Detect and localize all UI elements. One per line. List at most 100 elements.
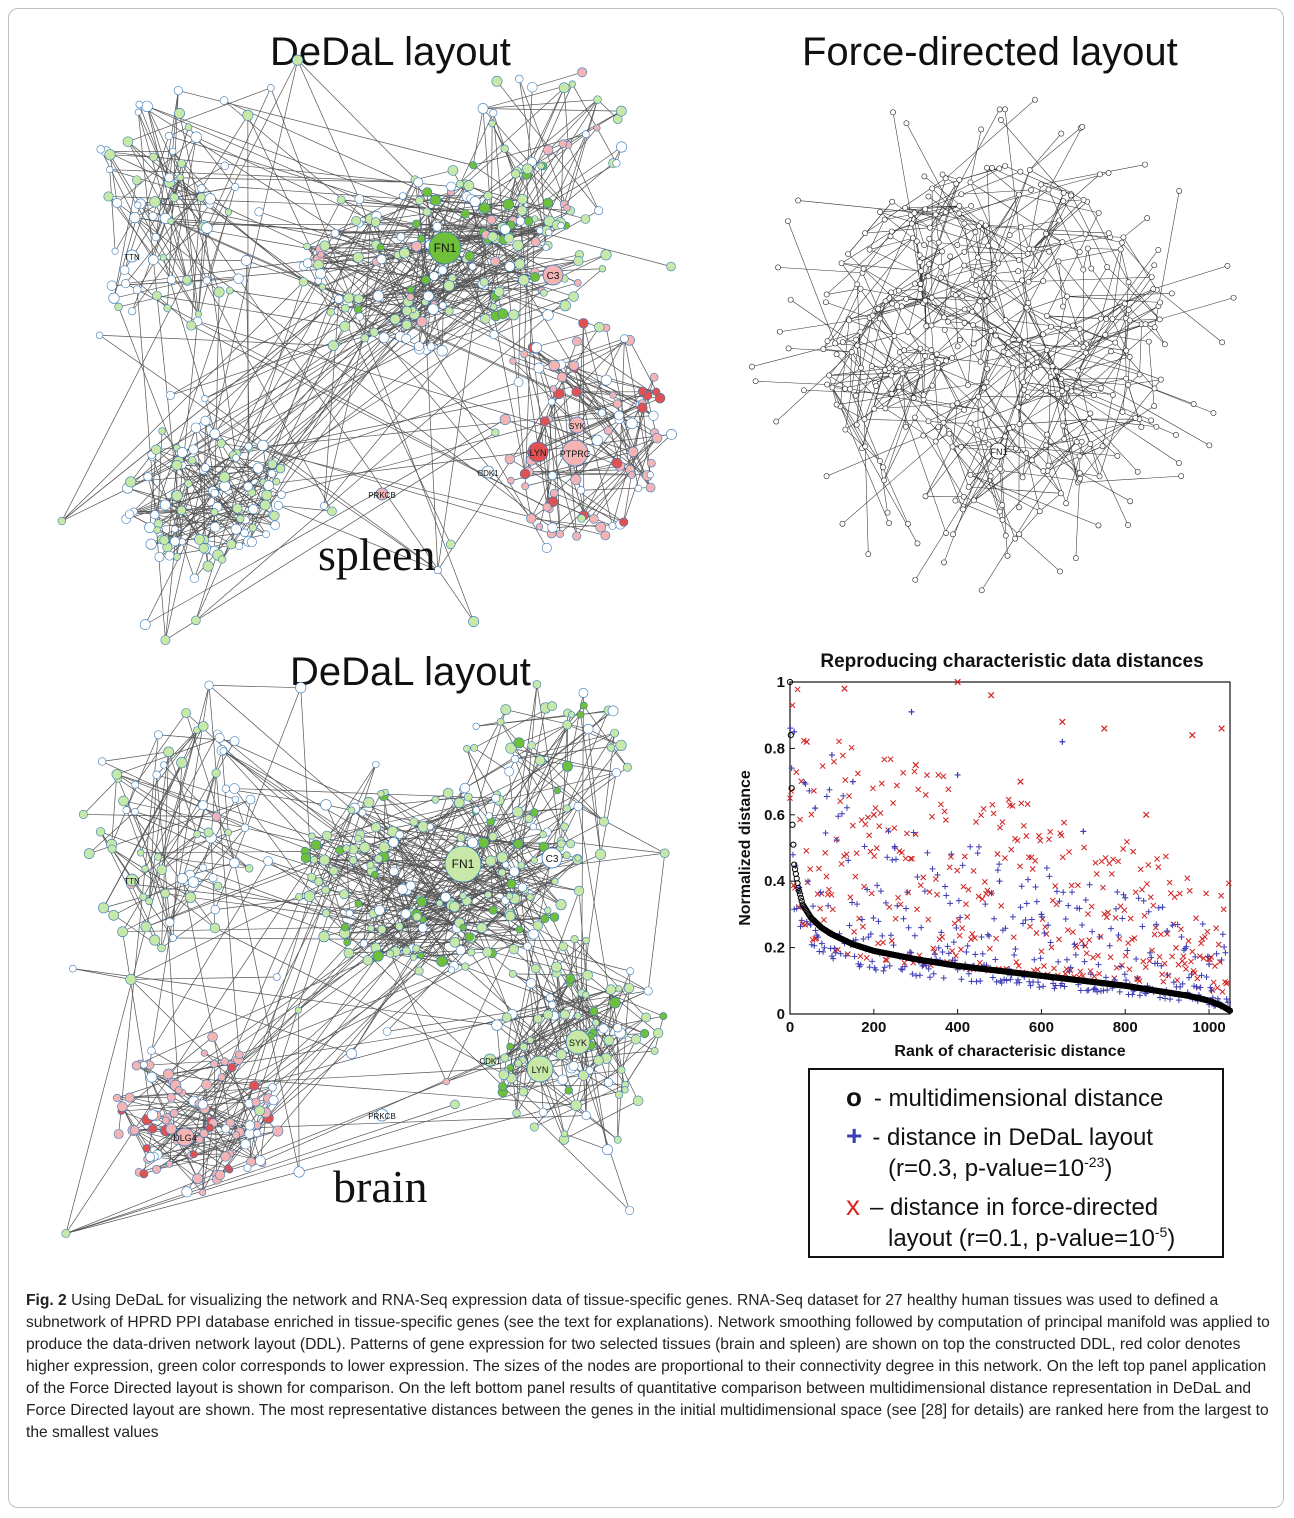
network-node: [449, 936, 461, 948]
network-node: [488, 119, 496, 128]
force-distance-point: [941, 808, 948, 815]
force-distance-point: [1074, 882, 1081, 889]
force-distance-point: [892, 915, 899, 922]
force-node: [1075, 367, 1081, 374]
network-edge: [182, 1092, 257, 1103]
network-node: [171, 459, 183, 471]
force-edge: [898, 288, 921, 291]
force-edge: [1034, 192, 1064, 271]
force-edge: [1072, 266, 1108, 326]
network-edge: [509, 692, 584, 1068]
hub-label-prkcb: PRKCB: [368, 1112, 396, 1121]
network-edge: [172, 937, 587, 941]
force-node: [1002, 532, 1009, 539]
network-node: [533, 362, 545, 374]
dedal-distance-point: [1154, 960, 1161, 967]
network-node: [490, 256, 501, 267]
force-node: [914, 540, 921, 547]
network-edge: [158, 506, 218, 525]
force-edge: [1002, 441, 1077, 521]
force-distance-point: [849, 822, 856, 829]
force-distance-point: [984, 887, 991, 894]
force-edge: [981, 418, 1090, 591]
network-node: [106, 280, 117, 291]
dedal-distance-point: [869, 958, 876, 965]
network-edge: [113, 180, 138, 299]
network-node: [595, 848, 607, 860]
dedal-distance-point: [939, 948, 946, 955]
force-node: [1123, 375, 1130, 382]
dedal-distance-point: [1072, 951, 1079, 958]
network-node: [240, 255, 252, 266]
force-distance-point: [901, 959, 908, 966]
network-edge: [612, 395, 648, 526]
network-node: [616, 141, 628, 153]
force-distance-point: [999, 819, 1006, 826]
network-edge: [125, 230, 547, 284]
network-edge: [525, 473, 632, 476]
network-edge: [325, 912, 630, 1211]
network-edge: [556, 972, 572, 1068]
network-edge: [538, 367, 585, 516]
network-edge: [111, 848, 216, 929]
dedal-distance-point: [874, 882, 881, 889]
network-edge: [229, 846, 545, 1154]
force-node: [862, 230, 868, 237]
network-node: [129, 212, 141, 224]
network-node: [198, 721, 209, 732]
network-edge: [159, 481, 277, 558]
network-edge: [518, 199, 523, 383]
force-edge: [901, 279, 973, 307]
force-node: [1090, 392, 1097, 399]
network-node: [512, 806, 524, 818]
force-node: [1064, 293, 1070, 300]
network-edge: [122, 1100, 194, 1108]
dedal-distance-point: [835, 813, 842, 820]
force-node: [824, 381, 831, 388]
force-distance-point: [829, 906, 836, 913]
network-node: [176, 873, 189, 885]
force-distance-point: [1162, 853, 1169, 860]
dedal-distance-point: [851, 953, 858, 960]
dedal-distance-point: [832, 949, 839, 956]
force-edge: [981, 409, 989, 445]
network-node: [470, 744, 478, 752]
force-edge: [1028, 241, 1063, 282]
network-node: [544, 906, 552, 914]
force-node: [1151, 324, 1158, 331]
network-edge: [510, 747, 605, 822]
force-edge: [869, 237, 914, 250]
network-node: [527, 81, 538, 93]
force-node: [1032, 96, 1038, 103]
network-node: [374, 904, 385, 916]
network-edge: [509, 859, 578, 915]
network-edge: [465, 259, 486, 319]
force-edge: [914, 171, 1021, 214]
dedal-distance-point: [1081, 958, 1088, 965]
network-edge: [109, 154, 188, 281]
force-edge: [1028, 195, 1072, 282]
force-hub-label-fn1: FN1: [990, 447, 1007, 457]
network-edge: [210, 773, 217, 838]
force-distance-point: [1108, 870, 1115, 877]
force-node: [1022, 340, 1028, 347]
force-edge: [931, 265, 965, 326]
dedal-distance-point: [944, 943, 951, 950]
force-edge: [1121, 242, 1152, 278]
force-distance-point: [920, 874, 927, 881]
force-node: [977, 298, 983, 305]
force-edge: [929, 194, 1020, 228]
network-node: [412, 944, 421, 953]
force-distance-point: [887, 756, 894, 763]
force-node: [1059, 388, 1065, 395]
force-distance-point: [803, 847, 810, 854]
force-node: [833, 351, 840, 358]
force-edge: [968, 486, 1061, 494]
network-node: [351, 215, 362, 226]
network-node: [566, 839, 576, 849]
force-edge: [931, 299, 994, 358]
network-node: [497, 308, 509, 320]
force-edge: [860, 331, 897, 370]
hub-label-lyn: LYN: [530, 448, 547, 458]
network-edge: [185, 712, 235, 863]
